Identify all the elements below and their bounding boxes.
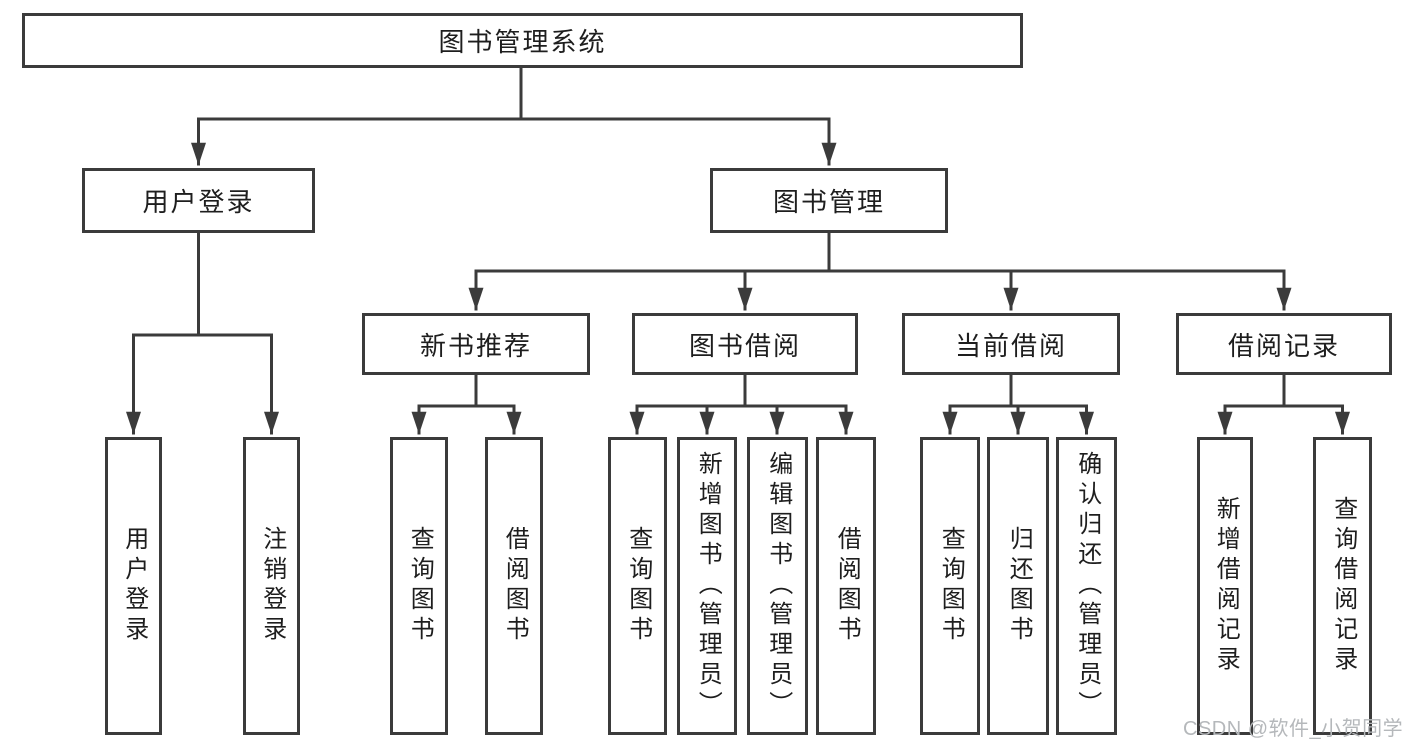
leaf-user-login: 用户登录 bbox=[105, 437, 162, 735]
leaf-records-add-record: 新增借阅记录 bbox=[1197, 437, 1253, 735]
node-root: 图书管理系统 bbox=[22, 13, 1023, 68]
leaf-borrow-borrow-books: 借阅图书 bbox=[816, 437, 876, 735]
node-current-borrowing: 当前借阅 bbox=[902, 313, 1120, 375]
leaf-borrow-edit-books-admin: 编辑图书（管理员） bbox=[747, 437, 808, 735]
leaf-records-query-record: 查询借阅记录 bbox=[1313, 437, 1372, 735]
node-book-management: 图书管理 bbox=[710, 168, 948, 233]
watermark: CSDN @软件_小贺同学 bbox=[1183, 718, 1404, 740]
leaf-recommend-query-books: 查询图书 bbox=[390, 437, 448, 735]
node-borrowing-records: 借阅记录 bbox=[1176, 313, 1392, 375]
leaf-current-query-books: 查询图书 bbox=[920, 437, 980, 735]
leaf-recommend-borrow-books: 借阅图书 bbox=[485, 437, 543, 735]
leaf-logout: 注销登录 bbox=[243, 437, 300, 735]
leaf-current-return-books: 归还图书 bbox=[987, 437, 1049, 735]
leaf-borrow-add-books-admin: 新增图书（管理员） bbox=[677, 437, 737, 735]
leaf-current-confirm-return-admin: 确认归还（管理员） bbox=[1056, 437, 1117, 735]
node-user-login: 用户登录 bbox=[82, 168, 315, 233]
node-new-book-recommendation: 新书推荐 bbox=[362, 313, 590, 375]
node-book-borrowing: 图书借阅 bbox=[632, 313, 858, 375]
leaf-borrow-query-books: 查询图书 bbox=[608, 437, 667, 735]
